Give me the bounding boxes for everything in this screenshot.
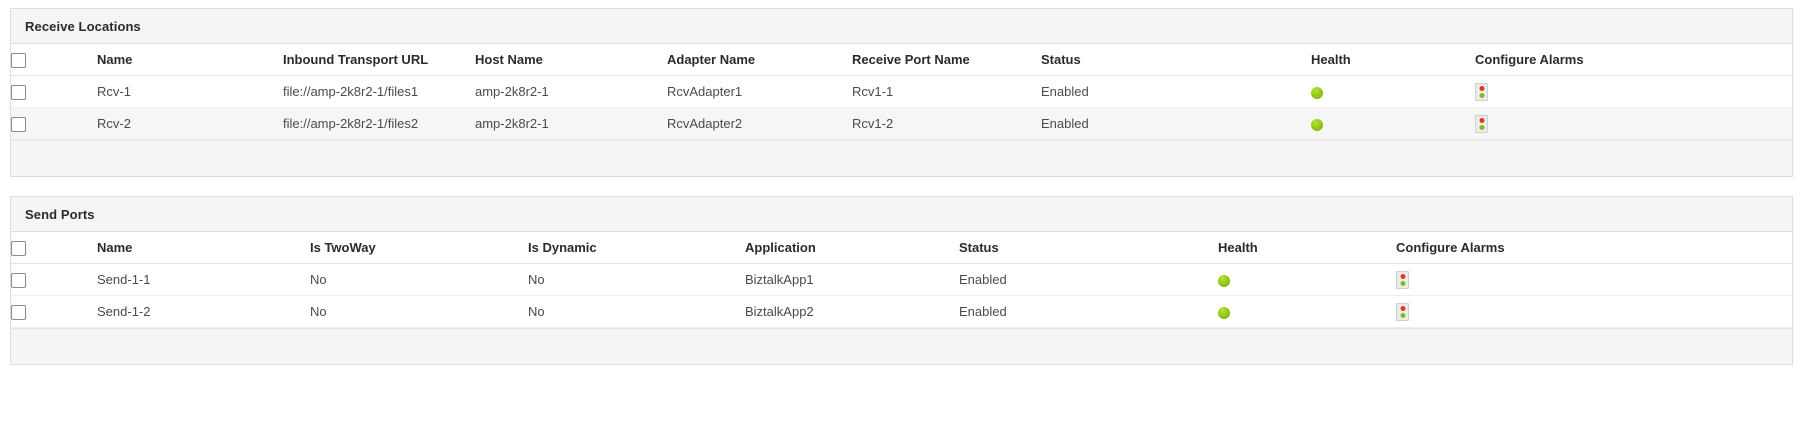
receive-locations-select-all-header — [11, 44, 97, 76]
receive-locations-table: Name Inbound Transport URL Host Name Ada… — [11, 44, 1792, 140]
cell-adapter: RcvAdapter1 — [667, 75, 852, 108]
alarm-green-light-icon — [1400, 280, 1405, 286]
alarm-red-light-icon — [1479, 85, 1484, 91]
select-all-checkbox[interactable] — [11, 52, 26, 68]
row-select-cell — [11, 263, 97, 296]
alarm-green-light-icon — [1400, 312, 1405, 318]
send-ports-col-health[interactable]: Health — [1218, 232, 1396, 264]
cell-dynamic: No — [528, 295, 745, 328]
row-select-cell — [11, 75, 97, 108]
row-checkbox[interactable] — [11, 272, 26, 288]
cell-dynamic: No — [528, 263, 745, 296]
send-ports-select-all-header — [11, 232, 97, 264]
cell-url: file://amp-2k8r2-1/files2 — [283, 107, 475, 140]
table-row[interactable]: Send-1-1 No No BiztalkApp1 Enabled — [11, 263, 1792, 296]
cell-alarms — [1475, 75, 1792, 108]
configure-alarms-icon[interactable] — [1396, 302, 1409, 321]
cell-status: Enabled — [959, 295, 1218, 328]
receive-locations-panel: Receive Locations Name — [10, 8, 1793, 177]
cell-host: amp-2k8r2-1 — [475, 75, 667, 108]
cell-port: Rcv1-2 — [852, 107, 1041, 140]
send-ports-col-dynamic[interactable]: Is Dynamic — [528, 232, 745, 264]
cell-name: Rcv-2 — [97, 107, 283, 140]
configure-alarms-icon[interactable] — [1396, 270, 1409, 289]
cell-alarms — [1475, 107, 1792, 140]
alarm-green-light-icon — [1479, 92, 1484, 98]
health-green-dot-icon — [1311, 86, 1323, 99]
alarm-red-light-icon — [1400, 273, 1405, 279]
cell-application: BiztalkApp2 — [745, 295, 959, 328]
alarm-red-light-icon — [1479, 117, 1484, 123]
table-row[interactable]: Send-1-2 No No BiztalkApp2 Enabled — [11, 295, 1792, 328]
send-ports-header-row: Name Is TwoWay Is Dynamic Application St… — [11, 232, 1792, 264]
table-row[interactable]: Rcv-1 file://amp-2k8r2-1/files1 amp-2k8r… — [11, 75, 1792, 108]
send-ports-panel-header: Send Ports — [11, 197, 1792, 232]
receive-locations-col-port[interactable]: Receive Port Name — [852, 44, 1041, 76]
cell-status: Enabled — [1041, 107, 1311, 140]
receive-locations-panel-footer — [11, 140, 1792, 176]
cell-health — [1218, 263, 1396, 296]
health-green-dot-icon — [1218, 274, 1230, 287]
send-ports-table: Name Is TwoWay Is Dynamic Application St… — [11, 232, 1792, 328]
receive-locations-col-adapter[interactable]: Adapter Name — [667, 44, 852, 76]
cell-name: Send-1-1 — [97, 263, 310, 296]
table-row[interactable]: Rcv-2 file://amp-2k8r2-1/files2 amp-2k8r… — [11, 107, 1792, 140]
send-ports-panel: Send Ports Name Is TwoWay — [10, 196, 1793, 365]
cell-adapter: RcvAdapter2 — [667, 107, 852, 140]
configure-alarms-icon[interactable] — [1475, 82, 1488, 101]
cell-twoway: No — [310, 295, 528, 328]
cell-twoway: No — [310, 263, 528, 296]
receive-locations-col-url[interactable]: Inbound Transport URL — [283, 44, 475, 76]
send-ports-panel-footer — [11, 328, 1792, 364]
send-ports-col-application[interactable]: Application — [745, 232, 959, 264]
cell-application: BiztalkApp1 — [745, 263, 959, 296]
receive-locations-header-row: Name Inbound Transport URL Host Name Ada… — [11, 44, 1792, 76]
cell-url: file://amp-2k8r2-1/files1 — [283, 75, 475, 108]
send-ports-col-twoway[interactable]: Is TwoWay — [310, 232, 528, 264]
cell-health — [1218, 295, 1396, 328]
send-ports-title: Send Ports — [25, 206, 95, 222]
health-green-dot-icon — [1218, 306, 1230, 319]
health-green-dot-icon — [1311, 118, 1323, 131]
cell-port: Rcv1-1 — [852, 75, 1041, 108]
receive-locations-col-name[interactable]: Name — [97, 44, 283, 76]
receive-locations-col-alarms[interactable]: Configure Alarms — [1475, 44, 1792, 76]
receive-locations-col-status[interactable]: Status — [1041, 44, 1311, 76]
configure-alarms-icon[interactable] — [1475, 114, 1488, 133]
cell-host: amp-2k8r2-1 — [475, 107, 667, 140]
cell-health — [1311, 107, 1475, 140]
cell-name: Rcv-1 — [97, 75, 283, 108]
alarm-green-light-icon — [1479, 124, 1484, 130]
cell-name: Send-1-2 — [97, 295, 310, 328]
cell-health — [1311, 75, 1475, 108]
select-all-checkbox[interactable] — [11, 240, 26, 256]
cell-status: Enabled — [1041, 75, 1311, 108]
send-ports-col-alarms[interactable]: Configure Alarms — [1396, 232, 1792, 264]
cell-alarms — [1396, 263, 1792, 296]
send-ports-col-name[interactable]: Name — [97, 232, 310, 264]
row-select-cell — [11, 295, 97, 328]
row-select-cell — [11, 107, 97, 140]
alarm-red-light-icon — [1400, 305, 1405, 311]
cell-status: Enabled — [959, 263, 1218, 296]
receive-locations-col-host[interactable]: Host Name — [475, 44, 667, 76]
row-checkbox[interactable] — [11, 84, 26, 100]
receive-locations-panel-header: Receive Locations — [11, 9, 1792, 44]
receive-locations-col-health[interactable]: Health — [1311, 44, 1475, 76]
row-checkbox[interactable] — [11, 116, 26, 132]
receive-locations-title: Receive Locations — [25, 18, 141, 34]
row-checkbox[interactable] — [11, 304, 26, 320]
cell-alarms — [1396, 295, 1792, 328]
send-ports-col-status[interactable]: Status — [959, 232, 1218, 264]
